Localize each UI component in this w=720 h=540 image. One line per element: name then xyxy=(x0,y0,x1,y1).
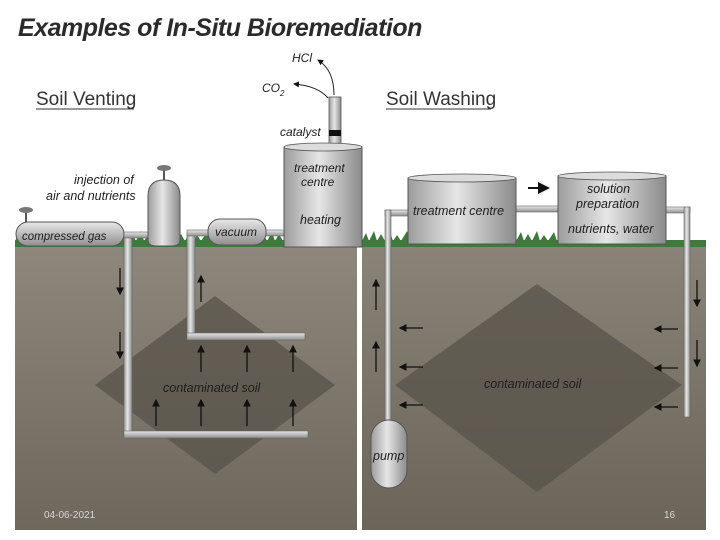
footer-date: 04-06-2021 xyxy=(44,510,96,521)
hcl-label: HCl xyxy=(292,51,312,65)
injection-bottle xyxy=(147,165,181,247)
soil-washing-heading: Soil Washing xyxy=(386,89,496,110)
vacuum-label: vacuum xyxy=(215,225,257,239)
pump-unit xyxy=(370,419,408,489)
flow-arrows-washing xyxy=(372,278,701,411)
heating-label: heating xyxy=(300,213,341,227)
injection-label-line1: injection of xyxy=(74,173,135,187)
treatment-centre-tower xyxy=(283,96,363,248)
compressed-gas-tank xyxy=(15,207,125,247)
catalyst-label: catalyst xyxy=(280,125,321,139)
solution-label-line1: solution xyxy=(587,182,630,196)
hcl-emission-arrow xyxy=(317,59,335,96)
compressed-gas-label: compressed gas xyxy=(22,231,107,243)
treatment-label-line2: centre xyxy=(301,175,335,189)
co2-label: CO2 xyxy=(262,81,285,98)
solution-preparation-tank xyxy=(557,171,667,245)
washing-treatment-label: treatment centre xyxy=(413,204,504,218)
footer-page-number: 16 xyxy=(664,510,676,521)
injection-pipe xyxy=(117,231,309,439)
contaminated-soil-label-left: contaminated soil xyxy=(163,381,262,395)
contaminated-soil-plume-right xyxy=(395,284,682,492)
nutrients-label: nutrients, water xyxy=(568,222,654,236)
contaminated-soil-label-right: contaminated soil xyxy=(484,377,583,391)
treatment-label-line1: treatment xyxy=(294,161,345,175)
injection-label-line2: air and nutrients xyxy=(46,189,136,203)
solution-label-line2: preparation xyxy=(575,197,639,211)
vacuum-unit xyxy=(207,218,267,246)
soil-venting-heading: Soil Venting xyxy=(36,89,136,110)
washing-treatment-tank xyxy=(407,173,517,245)
pump-label: pump xyxy=(372,449,404,463)
contaminated-soil-plume-left xyxy=(95,296,335,474)
slide-title: Examples of In-Situ Bioremediation xyxy=(18,14,422,42)
flow-arrows-venting xyxy=(116,268,297,426)
co2-emission-arrow xyxy=(293,81,329,99)
